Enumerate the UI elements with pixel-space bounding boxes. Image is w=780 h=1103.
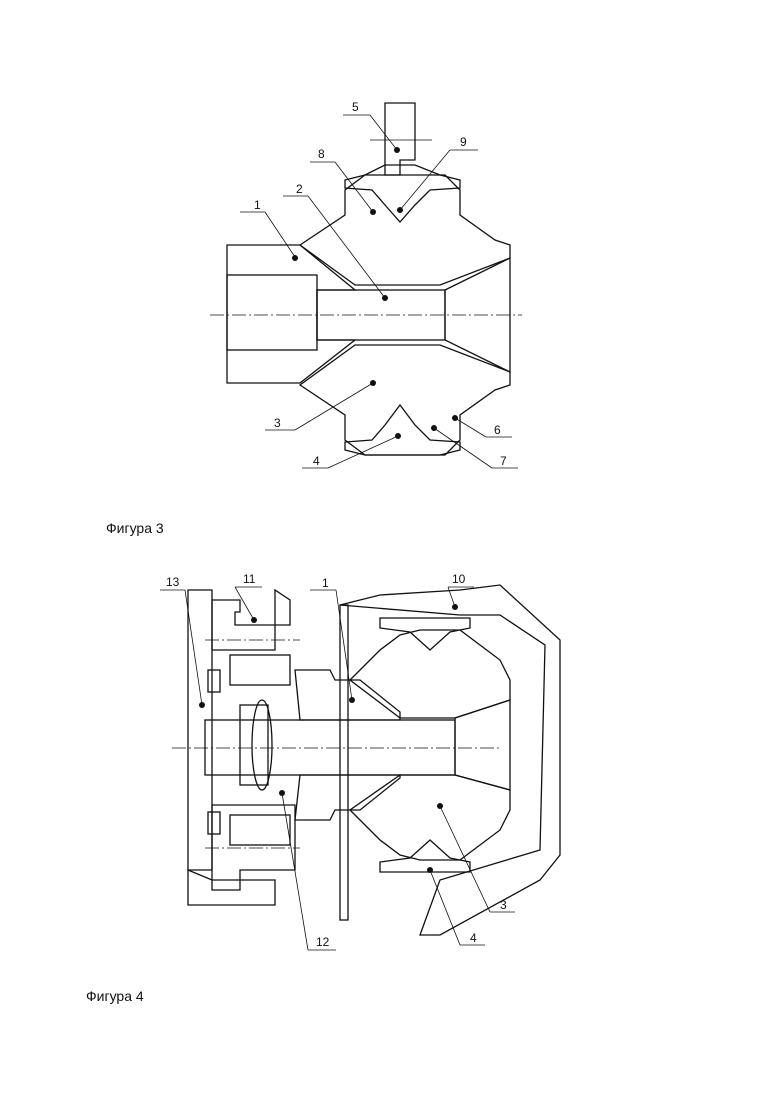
fig4-label-11: 11 bbox=[243, 572, 256, 586]
fig3-label-3: 3 bbox=[274, 416, 281, 430]
part-4-shape bbox=[345, 405, 460, 455]
fig4-label-3: 3 bbox=[500, 898, 507, 912]
figure-4-caption: Фигура 4 bbox=[86, 988, 144, 1004]
figure-4-drawing: 1 3 4 10 11 12 13 bbox=[160, 572, 560, 950]
figure-3-caption: Фигура 3 bbox=[106, 520, 164, 536]
part-12-shape bbox=[252, 700, 272, 790]
fig3-label-5: 5 bbox=[352, 100, 359, 114]
fig3-label-1: 1 bbox=[254, 198, 261, 212]
part-10-shape bbox=[340, 585, 560, 935]
fig4-label-1: 1 bbox=[322, 576, 329, 590]
figure-3-drawing: 1 2 3 4 5 6 7 8 9 bbox=[210, 100, 522, 468]
part-1-shape bbox=[227, 245, 355, 383]
part-3-shape bbox=[350, 775, 510, 860]
part-5-shape bbox=[385, 103, 415, 175]
fig4-label-10: 10 bbox=[452, 572, 466, 586]
fig3-label-2: 2 bbox=[296, 182, 303, 196]
fig3-label-8: 8 bbox=[318, 147, 325, 161]
fig3-label-4: 4 bbox=[313, 454, 320, 468]
fig4-label-13: 13 bbox=[166, 575, 180, 589]
fig4-label-4: 4 bbox=[470, 931, 477, 945]
part-4-shape bbox=[380, 840, 470, 872]
fig4-label-12: 12 bbox=[316, 935, 330, 949]
fig3-label-7: 7 bbox=[500, 454, 507, 468]
part-3-lower-shape bbox=[300, 345, 510, 455]
fig3-label-9: 9 bbox=[460, 135, 467, 149]
fig3-label-6: 6 bbox=[494, 423, 501, 437]
part-3-upper-shape bbox=[300, 175, 510, 285]
